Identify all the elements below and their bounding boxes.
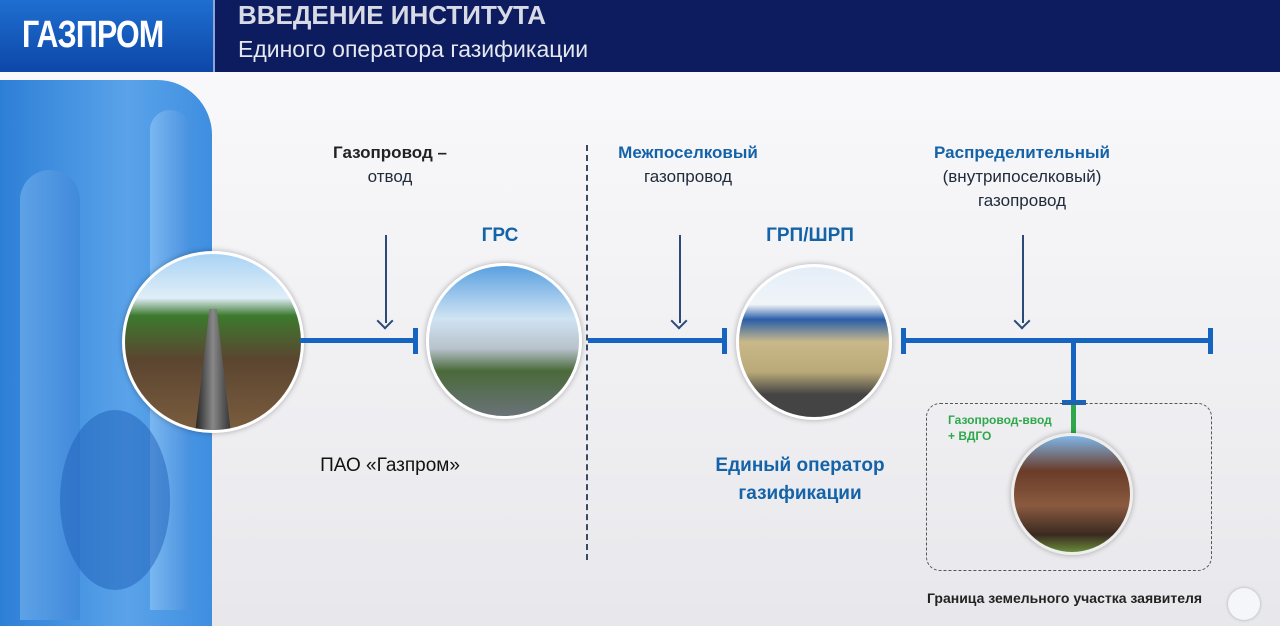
slide-title: ВВЕДЕНИЕ ИНСТИТУТА <box>238 0 547 30</box>
arrow-down-icon <box>376 235 394 330</box>
label-otvod-2: отвод <box>367 167 413 186</box>
label-vvod-1: Газопровод-ввод <box>948 413 1052 427</box>
gazprom-logo <box>0 0 215 72</box>
label-raspr-2: (внутрипоселковый) <box>942 167 1102 186</box>
grs-photo <box>426 263 582 419</box>
arrowhead <box>670 312 688 330</box>
arrow-down-icon <box>1013 235 1031 330</box>
label-eog-2: газификации <box>738 483 862 504</box>
arrowhead <box>1013 312 1031 330</box>
pipe-otvod <box>300 338 415 343</box>
pipe-cap <box>1208 328 1213 354</box>
pipe-cap <box>413 328 418 354</box>
label-otvod-1: Газопровод – <box>333 143 447 162</box>
arrow-down-icon <box>670 235 688 330</box>
label-grp: ГРП/ШРП <box>766 225 854 246</box>
pipe-cap <box>722 328 727 354</box>
label-vvod-2: + ВДГО <box>948 429 992 443</box>
label-raspr-3: газопровод <box>977 191 1067 210</box>
label-raspr-1: Распределительный <box>934 143 1110 162</box>
section-divider <box>586 145 588 560</box>
pipe-branch-cap <box>1062 400 1086 405</box>
pipe-mezhposelkovy <box>588 338 724 343</box>
label-pao: ПАО «Газпром» <box>320 455 460 476</box>
pipe-vvod <box>1071 405 1076 435</box>
slide-subtitle: Единого оператора газификации <box>238 36 589 62</box>
label-eog-1: Единый оператор <box>715 455 885 476</box>
pipe-branch <box>1071 340 1076 402</box>
gazprom-badge-icon <box>1228 588 1260 620</box>
pipe-raspredelitelny <box>903 338 1210 343</box>
pipeline-photo <box>122 251 304 433</box>
label-grs: ГРС <box>481 225 519 246</box>
label-mezh-1: Межпоселковый <box>618 143 758 162</box>
arrowhead <box>376 312 394 330</box>
house-photo <box>1011 433 1133 555</box>
land-plot-boundary <box>926 403 1212 571</box>
logo-text: ГАЗПРОМ <box>22 14 164 56</box>
label-granica: Граница земельного участка заявителя <box>927 590 1203 606</box>
grp-photo <box>736 264 892 420</box>
label-mezh-2: газопровод <box>643 167 733 186</box>
